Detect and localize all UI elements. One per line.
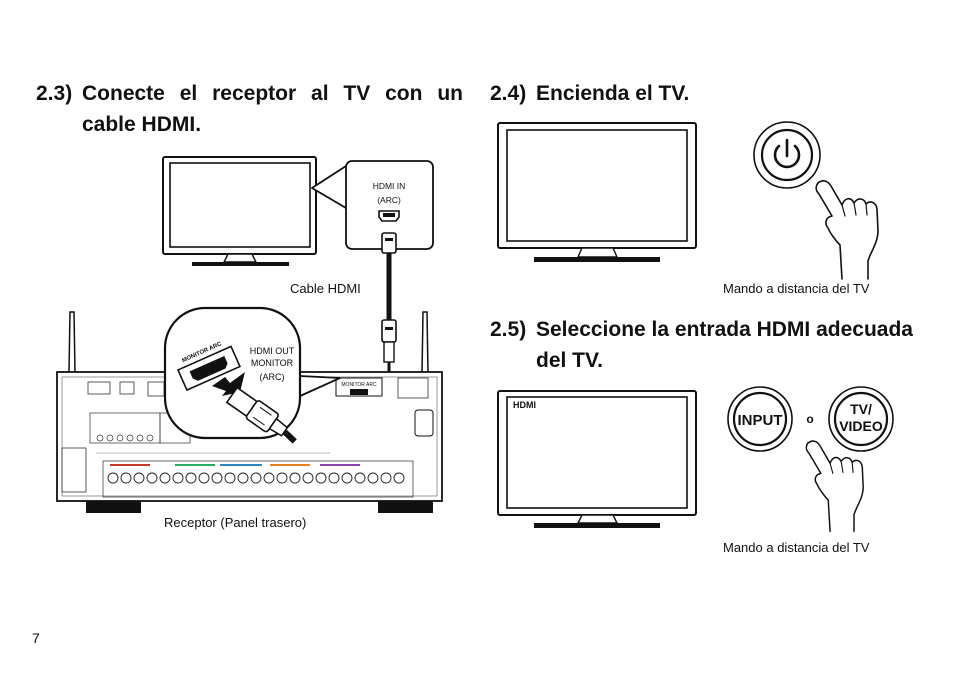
caption-remote-power: Mando a distancia del TV — [723, 281, 870, 296]
or-label: o — [806, 412, 813, 426]
section-title: Encienda el TV. — [536, 82, 690, 105]
hdmi-in-callout: HDMI IN (ARC) — [311, 160, 434, 250]
tv-illustration-power — [497, 122, 697, 262]
caption-remote-input: Mando a distancia del TV — [723, 540, 870, 555]
caption-receiver: Receptor (Panel trasero) — [164, 515, 307, 530]
section-title: Seleccione la entrada HDMI adecuada del … — [536, 318, 913, 372]
panel-port-label: MONITOR ARC — [341, 382, 377, 388]
tv-video-label-line2: VIDEO — [839, 418, 883, 434]
pointing-hand-icon — [815, 180, 879, 280]
page-number: 7 — [32, 630, 40, 646]
input-button-label: INPUT — [738, 412, 783, 429]
heading-connect-receiver: 2.3) Conecte el receptor al TV con un ca… — [36, 78, 463, 140]
heading-turn-on-tv: 2.4) Encienda el TV. — [490, 78, 920, 109]
hdmi-in-label: HDMI IN — [373, 181, 406, 191]
pointing-hand-icon — [805, 440, 864, 533]
caption-hdmi-cable: Cable HDMI — [290, 281, 361, 296]
tv-video-label-line1: TV/ — [850, 401, 872, 417]
hdmi-out-arc-label: (ARC) — [260, 372, 285, 382]
remote-input-buttons: INPUT o TV/ VIDEO — [727, 386, 894, 533]
heading-select-hdmi-input: 2.5) Seleccione la entrada HDMI adecuada… — [490, 314, 922, 376]
section-title: Conecte el receptor al TV con un cable H… — [82, 82, 463, 136]
tv-illustration-hdmi: HDMI — [497, 390, 697, 528]
hdmi-in-arc-label: (ARC) — [377, 195, 401, 205]
section-number: 2.3) — [36, 82, 73, 105]
hdmi-plug-icon — [381, 232, 397, 254]
tv-screen-hdmi-label: HDMI — [513, 400, 536, 410]
section-number: 2.5) — [490, 318, 527, 341]
tv-illustration-connect — [162, 156, 317, 266]
hdmi-plug-icon — [225, 386, 297, 444]
hdmi-out-monitor-label: MONITOR — [251, 358, 294, 368]
power-icon — [773, 138, 801, 169]
hdmi-out-callout: MONITOR ARC HDMI OUT MONITOR (ARC) — [163, 306, 341, 444]
hdmi-out-label: HDMI OUT — [250, 346, 295, 356]
section-number: 2.4) — [490, 82, 527, 105]
remote-power — [753, 121, 879, 280]
hdmi-cable — [381, 232, 397, 377]
